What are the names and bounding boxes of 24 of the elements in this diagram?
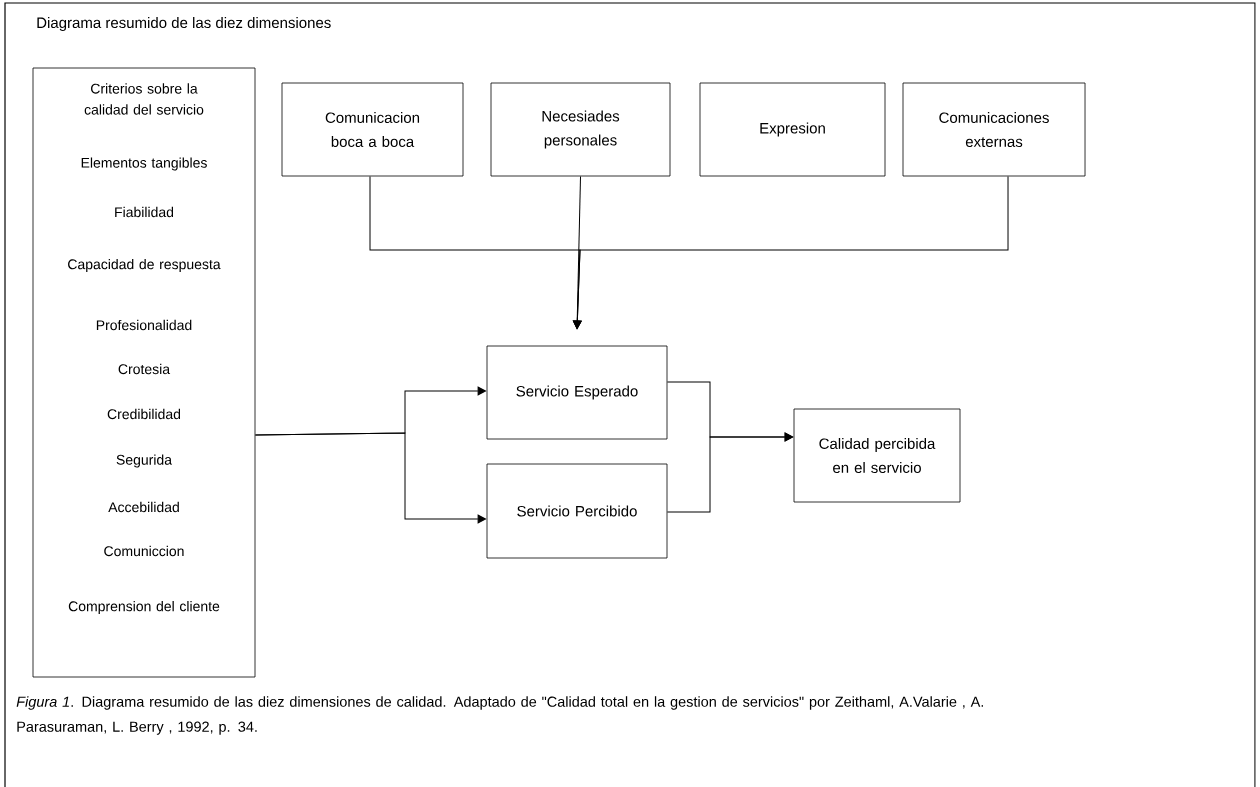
criterion-text: Capacidad de respuesta: [68, 259, 221, 272]
criterion-text: Segurida: [116, 454, 172, 468]
process-box: Necesiades personales: [490, 82, 671, 177]
criterion-text: Crotesia: [118, 363, 171, 375]
criterion-text: Fiabilidad: [115, 206, 174, 218]
process-box: Expresion: [699, 82, 886, 177]
title: Diagrama resumido de las diez dimensiones: [37, 17, 331, 31]
arrow: [666, 432, 793, 513]
process-box: Servicio Percibido: [486, 463, 668, 559]
arrow: [573, 175, 1009, 329]
criteria-box: [32, 67, 256, 678]
process-box: Servicio Esperado: [486, 345, 668, 440]
criterion-text: Elementos tangibles: [81, 157, 207, 171]
process-box: Comunicacion boca a boca: [281, 82, 464, 177]
caption: Figura 1. Diagrama resumido de las diez dimensiones de calidad. Adaptado de "Calidad total en la gestion de servicios" por Zeithaml, A.Valarie , A. Parasuraman, L. Berry , 1992, p. 34.: [16, 696, 984, 735]
arrow: [254, 432, 486, 524]
criterion-text: Profesionalidad: [96, 319, 192, 331]
criterion-text: Comprension del cliente: [68, 601, 220, 615]
criterion-text: Criterios sobre la calidad del servicio: [84, 83, 204, 115]
process-box: Comunicaciones externas: [902, 82, 1086, 177]
criterion-text: Credibilidad: [107, 408, 181, 420]
criterion-text: Accebilidad: [108, 501, 179, 513]
process-box: Calidad percibida en el servicio: [793, 408, 961, 503]
criterion-text: Comuniccion: [104, 545, 184, 557]
